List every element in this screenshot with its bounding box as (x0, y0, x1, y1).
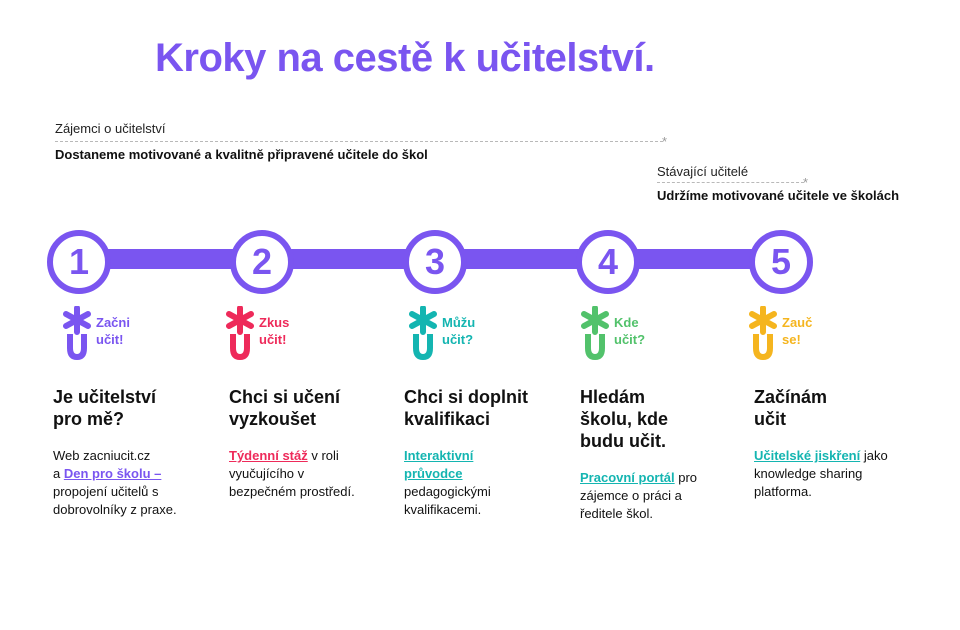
step-number-text: 5 (770, 241, 792, 282)
audience-divider-current (657, 182, 804, 183)
step-number-2: 2 (230, 230, 294, 294)
step-number-text: 2 (251, 241, 273, 282)
description-text: propojení učitelů s dobrovolníky z praxe… (53, 484, 177, 517)
step-heading-2: Chci si učení vyzkoušet (229, 386, 379, 430)
heading-line: Chci si učení (229, 387, 341, 407)
description-text: jako knowledge sharing platforma. (754, 448, 888, 499)
step-heading-4: Hledám školu, kde budu učit. (580, 386, 730, 452)
step-heading-3: Chci si doplnit kvalifikaci (404, 386, 554, 430)
logo-text: Zauč (782, 315, 813, 330)
heading-line: budu učit. (580, 431, 666, 451)
heading-line: Začínám (754, 387, 828, 407)
heading-line: kvalifikaci (404, 409, 491, 429)
logo-zauc-se: Zauč se! (748, 306, 868, 362)
step-description-2: Týdenní stáž v roli vyučujícího v bezpeč… (229, 447, 369, 501)
step-number-text: 3 (424, 241, 446, 282)
audience-goal-current: Udržíme motivované učitele ve školách (657, 188, 900, 203)
step-description-5: Učitelské jiskření jako knowledge sharin… (754, 447, 889, 501)
step-number-text: 4 (597, 241, 619, 282)
step-description-4: Pracovní portál pro zájemce o práci a ře… (580, 469, 710, 523)
heading-line: školu, kde (580, 409, 669, 429)
logo-text: učit? (614, 332, 646, 347)
audience-goal-prospective: Dostaneme motivované a kvalitně připrave… (55, 147, 428, 162)
asterisk-u-icon (581, 306, 609, 360)
description-text: pedagogickými kvalifikacemi. (404, 484, 491, 517)
heading-line: učit (754, 409, 787, 429)
logo-text: učit! (96, 332, 124, 347)
step-number-4: 4 (576, 230, 640, 294)
heading-line: vyzkoušet (229, 409, 317, 429)
page-title: Kroky na cestě k učitelství. (155, 36, 655, 80)
step-number-3: 3 (403, 230, 467, 294)
step-number-text: 1 (68, 241, 90, 282)
asterisk-icon: * (803, 175, 809, 190)
asterisk-u-icon (409, 306, 437, 360)
logo-zacni-ucit: Začni učit! (62, 306, 182, 362)
heading-line: pro mě? (53, 409, 125, 429)
step-number-1: 1 (47, 230, 111, 294)
pracovni-portal-link[interactable]: Pracovní portál (580, 470, 675, 485)
logo-text: Zkus (259, 315, 290, 330)
step-heading-1: Je učitelství pro mě? (53, 386, 203, 430)
description-text: v roli vyučujícího v bezpečném prostředí… (229, 448, 355, 499)
audience-label-prospective: Zájemci o učitelství (55, 121, 166, 136)
audience-label-current: Stávající učitelé (657, 164, 749, 179)
logo-zkus-ucit: Zkus učit! (225, 306, 345, 362)
logo-text: učit! (259, 332, 287, 347)
ucitelske-jiskreni-link[interactable]: Učitelské jiskření (754, 448, 861, 463)
heading-line: Je učitelství (53, 387, 157, 407)
logo-text: Můžu (442, 315, 476, 330)
logo-kde-ucit: Kde učit? (580, 306, 700, 362)
step-number-5: 5 (749, 230, 813, 294)
tydenni-staz-link[interactable]: Týdenní stáž (229, 448, 308, 463)
step-heading-5: Začínám učit (754, 386, 904, 430)
den-pro-skolu-link[interactable]: Den pro školu – (63, 466, 162, 481)
logo-text: se! (782, 332, 801, 347)
logo-muzu-ucit: Můžu učit? (408, 306, 528, 362)
asterisk-icon: * (662, 134, 668, 149)
logo-text: Kde (614, 315, 639, 330)
logo-text: Začni (96, 315, 130, 330)
interaktivni-pruvodce-link[interactable]: Interaktivní průvodce (404, 448, 474, 481)
description-text: Web zacniucit.cz a (53, 448, 151, 481)
heading-line: Chci si doplnit (404, 387, 528, 407)
step-description-1: Web zacniucit.cz a Den pro školu – propo… (53, 447, 193, 519)
asterisk-u-icon (63, 306, 91, 360)
audience-divider-prospective (55, 141, 663, 142)
logo-text: učit? (442, 332, 474, 347)
description-text: pro zájemce o práci a ředitele škol. (580, 470, 698, 521)
asterisk-u-icon (749, 306, 777, 360)
step-description-3: Interaktivní průvodce pedagogickými kval… (404, 447, 524, 519)
heading-line: Hledám (580, 387, 646, 407)
asterisk-u-icon (226, 306, 254, 360)
